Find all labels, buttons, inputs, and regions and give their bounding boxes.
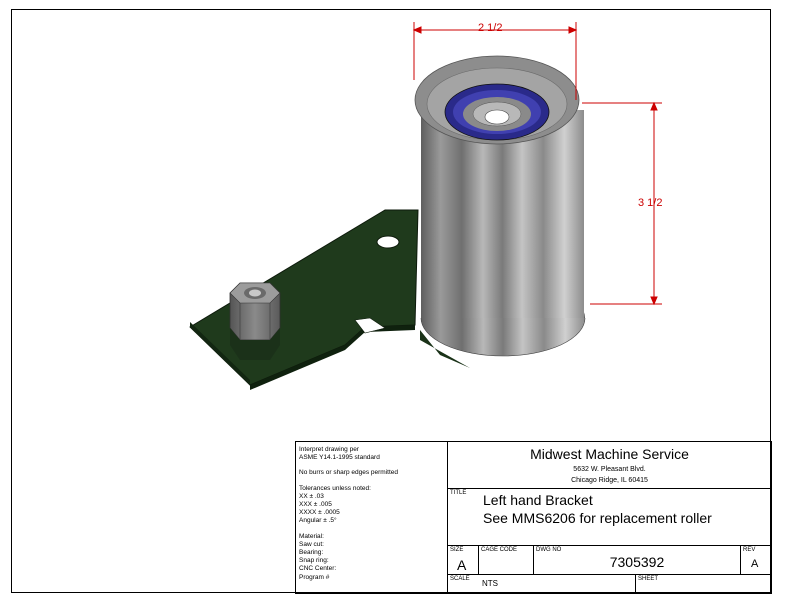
scale-cell: SCALE NTS — [447, 574, 636, 594]
dwg-no-value: 7305392 — [609, 554, 665, 570]
title-label: TITLE — [450, 490, 467, 496]
notes-block: Interpret drawing per ASME Y14.1-1995 st… — [295, 441, 448, 594]
note-saw-cut: Saw cut: — [299, 540, 324, 548]
note-tol-angular: Angular ± .5° — [299, 517, 337, 525]
rev-cell: REV A — [740, 545, 772, 575]
company-city: Chicago Ridge, IL 60415 — [571, 477, 648, 484]
note-material: Material: — [299, 532, 324, 540]
dimension-width-label: 2 1/2 — [478, 22, 503, 34]
title-line-1: Left hand Bracket — [483, 492, 593, 508]
dwg-no-cell: DWG NO 7305392 — [533, 545, 741, 575]
note-cnc-center: CNC Center: — [299, 565, 337, 573]
scale-label: SCALE — [450, 576, 470, 582]
dimension-width — [412, 22, 578, 100]
company-name: Midwest Machine Service — [530, 446, 689, 462]
company-address: 5632 W. Pleasant Blvd. — [573, 466, 646, 473]
note-interpret-2: ASME Y14.1-1995 standard — [299, 454, 380, 462]
roller — [414, 55, 586, 357]
company-block: Midwest Machine Service 5632 W. Pleasant… — [447, 441, 772, 489]
rev-label: REV — [743, 547, 756, 553]
note-tol-xxx: XXX ± .005 — [299, 501, 332, 509]
sheet-cell: SHEET — [635, 574, 772, 594]
dimension-height — [582, 101, 662, 306]
dwg-no-label: DWG NO — [536, 547, 562, 553]
note-bearing: Bearing: — [299, 549, 324, 557]
cage-code-label: CAGE CODE — [481, 547, 518, 553]
hex-nut — [229, 282, 281, 360]
title-line-2: See MMS6206 for replacement roller — [483, 510, 712, 526]
note-burrs: No burrs or sharp edges permitted — [299, 469, 398, 477]
cage-code-cell: CAGE CODE — [478, 545, 534, 575]
note-program: Program # — [299, 573, 330, 581]
size-cell: SIZE A — [447, 545, 479, 575]
size-value: A — [457, 557, 467, 573]
note-interpret-1: Interpret drawing per — [299, 446, 359, 453]
rev-value: A — [751, 558, 759, 570]
note-tol-xxxx: XXXX ± .0005 — [299, 509, 340, 517]
scale-value: NTS — [482, 579, 498, 588]
note-tolerances-header: Tolerances unless noted: — [299, 484, 371, 492]
note-tol-xx: XX ± .03 — [299, 492, 324, 500]
sheet-label: SHEET — [638, 576, 659, 582]
note-snap-ring: Snap ring: — [299, 557, 329, 565]
drawing-border — [11, 9, 771, 593]
dimension-height-label: 3 1/2 — [638, 197, 663, 209]
title-block: TITLE Left hand Bracket See MMS6206 for … — [447, 488, 772, 546]
size-label: SIZE — [450, 547, 464, 553]
